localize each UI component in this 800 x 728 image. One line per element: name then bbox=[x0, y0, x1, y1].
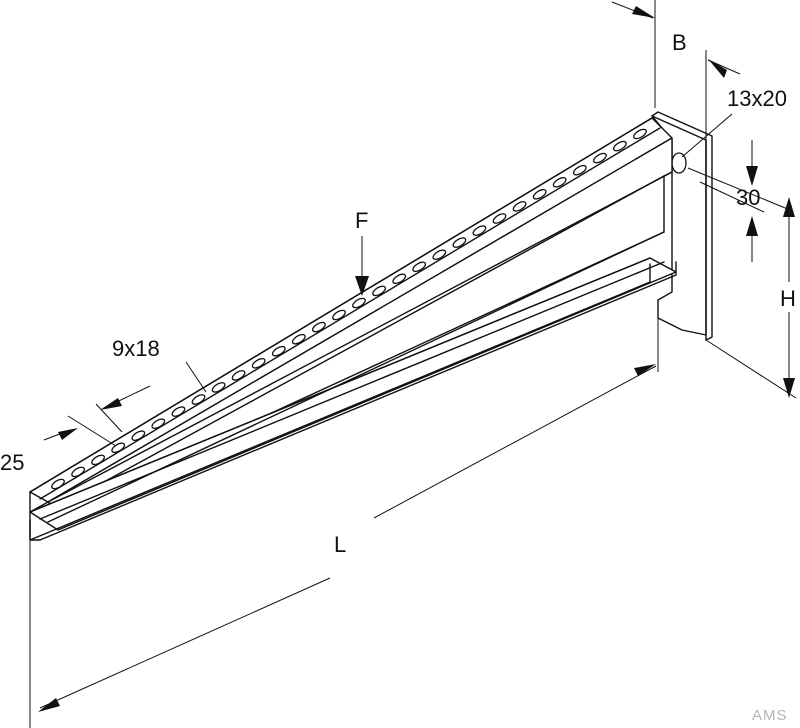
label-b: B bbox=[672, 30, 687, 55]
label-h: H bbox=[780, 286, 796, 311]
flange-hole bbox=[552, 177, 567, 188]
flange-hole bbox=[452, 237, 467, 248]
flange-hole bbox=[271, 345, 286, 357]
flange-hole bbox=[231, 370, 246, 381]
bracket-arm bbox=[29, 117, 677, 541]
flange-hole bbox=[532, 189, 547, 200]
flange-hole bbox=[492, 213, 507, 224]
flange-hole bbox=[432, 249, 447, 260]
dimension-25: 25 bbox=[0, 385, 151, 475]
label-f: F bbox=[355, 208, 368, 233]
flange-hole bbox=[612, 140, 627, 152]
flange-hole bbox=[412, 261, 427, 273]
flange-hole bbox=[372, 285, 387, 297]
flange-hole bbox=[151, 418, 166, 429]
dimension-h: H bbox=[705, 197, 797, 399]
label-l: L bbox=[334, 532, 346, 557]
flange-hole bbox=[572, 164, 587, 176]
flange-hole bbox=[472, 225, 487, 236]
flange-hole bbox=[131, 430, 146, 441]
label-9x18: 9x18 bbox=[112, 336, 160, 361]
flange-hole bbox=[332, 309, 346, 321]
flange-hole bbox=[51, 478, 65, 490]
flange-hole bbox=[111, 442, 126, 454]
flange-hole bbox=[392, 273, 407, 285]
flange-hole bbox=[91, 454, 106, 466]
flange-hole bbox=[352, 297, 366, 309]
watermark-logo: AMS bbox=[752, 707, 788, 724]
flange-hole bbox=[291, 333, 306, 345]
flange-holes bbox=[51, 128, 647, 490]
load-arrow: F bbox=[355, 208, 369, 296]
flange-hole bbox=[512, 201, 527, 212]
flange-hole bbox=[191, 394, 206, 405]
flange-hole bbox=[311, 321, 326, 333]
flange-hole bbox=[171, 406, 186, 417]
flange-hole bbox=[251, 358, 266, 369]
label-25: 25 bbox=[0, 450, 24, 475]
label-30: 30 bbox=[736, 185, 760, 210]
flange-hole bbox=[633, 128, 647, 140]
dimension-hole: 9x18 bbox=[112, 336, 207, 393]
label-13x20: 13x20 bbox=[727, 86, 787, 111]
dimension-30: 30 bbox=[687, 140, 791, 262]
dimension-b: B bbox=[611, 0, 741, 140]
dimension-slot: 13x20 bbox=[681, 86, 787, 158]
wall-plate bbox=[651, 111, 713, 341]
dimension-l: L bbox=[29, 318, 659, 728]
flange-hole bbox=[592, 152, 607, 164]
flange-hole bbox=[211, 382, 226, 393]
flange-hole bbox=[71, 466, 86, 478]
